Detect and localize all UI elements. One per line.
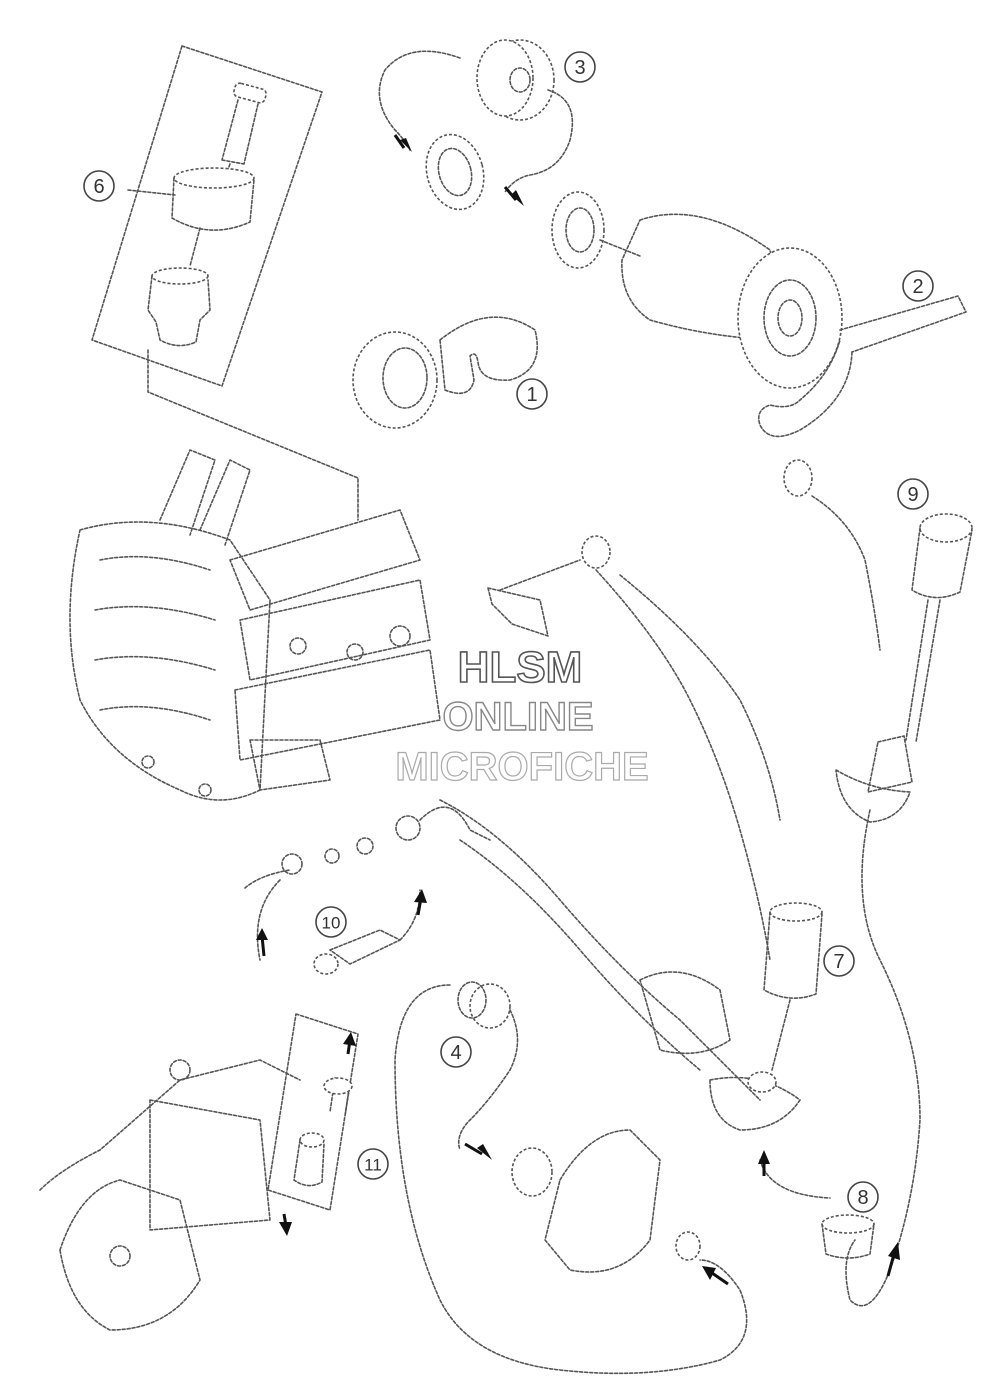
arrow: [758, 1150, 770, 1176]
callout-1: 1: [516, 378, 548, 410]
callout-11: 11: [357, 1148, 389, 1180]
callout-8-label: 8: [857, 1187, 868, 1209]
tool-6-kit: [91, 45, 359, 521]
tool-2-wrench: [757, 295, 967, 438]
tool-10-kit: [244, 806, 491, 975]
callout-7-label: 7: [833, 951, 844, 973]
callout-4-label: 4: [450, 1042, 461, 1064]
callouts: 1 2 3 4 6 7 8 9: [83, 51, 934, 1213]
tool-11-kit: [39, 1013, 359, 1331]
callout-7: 7: [823, 945, 855, 977]
arrow: [393, 134, 412, 152]
watermark-line-2: ONLINE: [442, 695, 593, 739]
arrow: [464, 1142, 492, 1160]
callout-2-label: 2: [912, 276, 923, 298]
arrow: [503, 186, 524, 206]
arrow: [279, 1213, 292, 1236]
arrow: [256, 928, 268, 957]
callout-2: 2: [902, 270, 934, 302]
watermark-line-3: MICROFICHE: [395, 745, 648, 789]
tool-4-assembly: [394, 981, 748, 1375]
callout-3-label: 3: [574, 57, 585, 79]
callout-6: 6: [83, 170, 115, 202]
engine-casing: [69, 449, 441, 801]
callout-11-label: 11: [364, 1156, 382, 1175]
callout-10-label: 10: [322, 914, 341, 933]
callout-6-label: 6: [93, 176, 104, 198]
central-shaft: [439, 535, 921, 1307]
arrow: [414, 889, 427, 916]
callout-9: 9: [897, 478, 929, 510]
callout-8: 8: [847, 1181, 879, 1213]
tool-9-assembly: [783, 459, 973, 823]
callout-4: 4: [440, 1036, 472, 1068]
watermark: HLSM ONLINE MICROFICHE: [395, 642, 650, 789]
tool-7-sleeve: [763, 902, 823, 1071]
watermark-line-1: HLSM: [458, 643, 583, 692]
tool-1-tool: [352, 316, 539, 429]
arrow: [343, 1032, 356, 1055]
arrow: [702, 1266, 729, 1286]
callout-9-label: 9: [907, 484, 918, 506]
callout-10: 10: [315, 906, 347, 938]
arrow: [886, 1242, 900, 1277]
arrows: [256, 134, 900, 1286]
callout-1-label: 1: [526, 384, 537, 406]
callout-3: 3: [564, 51, 596, 83]
tool-3-assembly: [378, 39, 843, 389]
